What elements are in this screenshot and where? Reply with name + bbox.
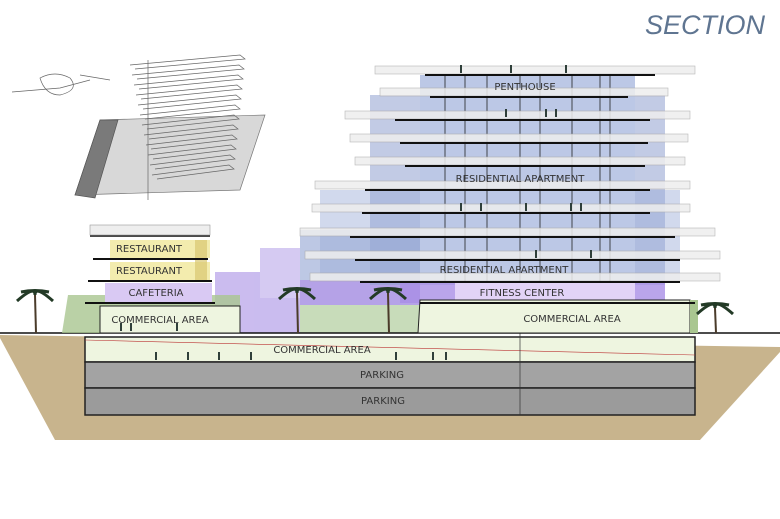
sketch-floor — [149, 154, 236, 170]
left-building — [62, 224, 241, 334]
label-restaurant-1: RESTAURANT — [116, 244, 183, 255]
person-figure — [525, 203, 527, 211]
person-figure — [187, 352, 189, 360]
person-figure — [460, 203, 462, 211]
person-figure — [218, 352, 220, 360]
parking-level-1 — [84, 361, 696, 389]
sketch-floor — [135, 84, 243, 100]
palm-trees — [16, 287, 734, 334]
sketch-floor — [137, 94, 242, 110]
balcony-glass — [311, 203, 691, 213]
person-figure — [250, 352, 252, 360]
label-commercial-basement: COMMERCIAL AREA — [273, 345, 371, 356]
person-figure — [130, 323, 132, 331]
balcony-glass — [354, 156, 686, 166]
label-residential-upper: RESIDENTIAL APARTMENT — [456, 174, 586, 185]
person-figure — [590, 250, 592, 258]
label-penthouse: PENTHOUSE — [494, 82, 555, 93]
balcony-glass — [304, 250, 721, 260]
sketch-floor — [141, 114, 240, 130]
palm-trunk — [34, 294, 37, 334]
person-figure — [445, 352, 447, 360]
person-figure — [120, 323, 122, 331]
sketch-floor — [151, 164, 235, 180]
label-parking-1: PARKING — [360, 370, 404, 381]
person-figure — [535, 250, 537, 258]
person-figure — [565, 65, 567, 73]
label-commercial-left: COMMERCIAL AREA — [111, 315, 209, 326]
person-figure — [155, 352, 157, 360]
label-restaurant-2: RESTAURANT — [116, 266, 183, 277]
label-residential-lower: RESIDENTIAL APARTMENT — [440, 265, 570, 276]
people-figures — [120, 65, 592, 360]
person-figure — [480, 203, 482, 211]
palm-trunk — [296, 292, 299, 334]
balcony-glass — [344, 110, 691, 120]
label-commercial-right: COMMERCIAL AREA — [523, 314, 621, 325]
palm-fronds — [696, 302, 734, 316]
person-figure — [510, 65, 512, 73]
person-figure — [570, 203, 572, 211]
balcony-glass — [374, 65, 696, 75]
label-cafeteria: CAFETERIA — [128, 288, 183, 299]
basement-commercial-area — [84, 336, 696, 363]
palm-trunk — [714, 307, 717, 334]
balcony-glass — [299, 227, 716, 237]
sketch-floor — [129, 54, 246, 70]
sketch-floor — [133, 74, 244, 90]
person-figure — [395, 352, 397, 360]
person-figure — [460, 65, 462, 73]
person-figure — [580, 203, 582, 211]
sketch-floor — [147, 144, 237, 160]
person-figure — [545, 109, 547, 117]
sketch-floor — [131, 64, 245, 80]
palm-fronds — [369, 287, 407, 301]
person-figure — [432, 352, 434, 360]
section-title: SECTION — [645, 10, 766, 40]
palm-fronds — [16, 289, 54, 303]
person-figure — [176, 323, 178, 331]
person-figure — [505, 109, 507, 117]
person-figure — [555, 109, 557, 117]
palm-trunk — [387, 292, 390, 334]
palm-fronds — [278, 287, 316, 301]
label-fitness-center: FITNESS CENTER — [480, 288, 565, 299]
tower — [299, 65, 721, 334]
parking-level-2 — [84, 387, 696, 416]
perspective-sketch — [11, 54, 266, 200]
sketch-floor — [139, 104, 241, 120]
sketch-floor — [145, 134, 238, 150]
balcony-glass — [349, 133, 689, 143]
label-parking-2: PARKING — [361, 396, 405, 407]
sketch-floor — [143, 124, 239, 140]
